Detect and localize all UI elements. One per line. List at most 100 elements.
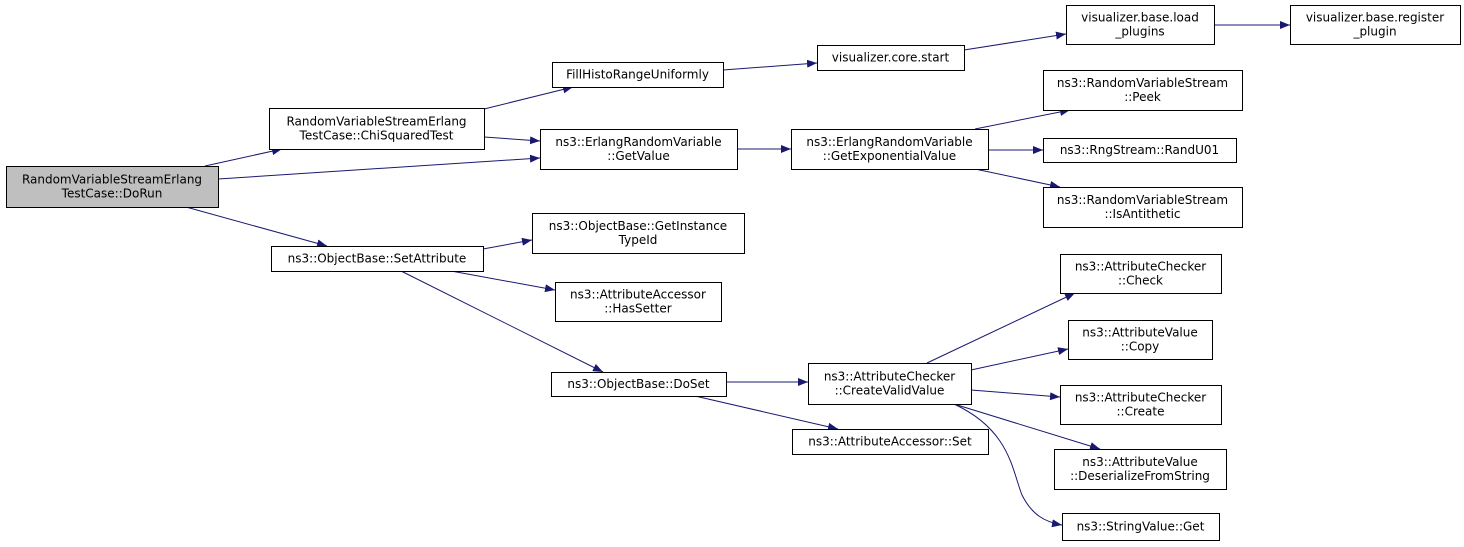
call-edge-n0-n2 bbox=[217, 154, 541, 180]
node-box bbox=[6, 166, 219, 208]
node-label-line: ns3::StringValue::Get bbox=[1077, 520, 1205, 534]
call-arrow bbox=[204, 147, 283, 167]
node-box bbox=[532, 213, 745, 254]
call-arrow bbox=[974, 108, 1071, 130]
call-arrow bbox=[970, 389, 1061, 401]
node-label-line: visualizer.base.load bbox=[1081, 11, 1199, 25]
root-function-node[interactable]: RandomVariableStreamErlangTestCase::DoRu… bbox=[6, 166, 219, 208]
node-label-line: ::IsAntithetic bbox=[1104, 207, 1180, 221]
call-arrow bbox=[970, 347, 1069, 371]
node-box bbox=[817, 45, 965, 71]
node-box bbox=[791, 129, 989, 170]
node-label-line: ::GetExponentialValue bbox=[823, 149, 956, 163]
node-box bbox=[1066, 5, 1215, 45]
node-label-line: RandomVariableStreamErlang bbox=[22, 173, 202, 187]
node-box bbox=[269, 108, 485, 150]
node-label-line: RandomVariableStreamErlang bbox=[286, 115, 466, 129]
call-edge-n5-n6 bbox=[963, 31, 1067, 51]
node-box bbox=[808, 363, 972, 405]
node-label-line: ns3::AttributeChecker bbox=[824, 370, 955, 384]
node-label-line: ns3::AttributeValue bbox=[1082, 455, 1198, 469]
node-label-line: ns3::AttributeChecker bbox=[1075, 391, 1206, 405]
function-node[interactable]: ns3::AttributeAccessor::HasSetter bbox=[555, 282, 722, 322]
node-box bbox=[1068, 320, 1213, 360]
call-arrow bbox=[974, 168, 1061, 189]
call-arrow bbox=[450, 270, 556, 293]
function-node[interactable]: ns3::RandomVariableStream::IsAntithetic bbox=[1043, 187, 1243, 228]
call-edge-n0-n1 bbox=[204, 147, 283, 167]
node-label-line: ns3::AttributeAccessor::Set bbox=[808, 435, 972, 449]
node-label-line: ::GetValue bbox=[607, 149, 669, 163]
node-box bbox=[540, 129, 738, 170]
call-arrow bbox=[479, 85, 574, 111]
node-label-line: ::HasSetter bbox=[604, 302, 672, 316]
function-node[interactable]: ns3::RandomVariableStream::Peek bbox=[1043, 70, 1243, 111]
node-label-line: ns3::RandomVariableStream bbox=[1057, 76, 1228, 90]
node-label-line: ::Check bbox=[1118, 274, 1163, 288]
node-label-line: ::Copy bbox=[1121, 340, 1160, 354]
node-box bbox=[792, 429, 989, 455]
function-node[interactable]: ns3::AttributeValue::DeserializeFromStri… bbox=[1054, 449, 1227, 490]
call-edge-n3-n14 bbox=[400, 270, 604, 373]
call-arrow bbox=[722, 59, 818, 71]
node-label-line: TestCase::DoRun bbox=[61, 187, 163, 201]
function-node[interactable]: ns3::AttributeValue::Copy bbox=[1068, 320, 1213, 360]
call-edge-n15-n19 bbox=[970, 389, 1061, 401]
node-label-line: TypeId bbox=[618, 233, 658, 247]
node-label-line: _plugins bbox=[1114, 25, 1164, 39]
function-node[interactable]: visualizer.base.load_plugins bbox=[1066, 5, 1215, 45]
call-edge-n0-n3 bbox=[185, 206, 328, 248]
call-arrow bbox=[483, 136, 541, 145]
node-label-line: visualizer.core.start bbox=[832, 51, 950, 65]
node-box bbox=[271, 246, 484, 272]
function-node[interactable]: ns3::AttributeAccessor::Set bbox=[792, 429, 989, 455]
call-edge-n1-n4 bbox=[479, 85, 574, 111]
function-nodes: RandomVariableStreamErlangTestCase::DoRu… bbox=[6, 5, 1461, 541]
call-edge-n3-n12 bbox=[482, 237, 533, 250]
call-edge-n1-n2 bbox=[483, 136, 541, 145]
node-label-line: _plugin bbox=[1352, 25, 1396, 39]
function-node[interactable]: FillHistoRangeUniformly bbox=[552, 62, 724, 88]
function-node[interactable]: ns3::AttributeChecker::CreateValidValue bbox=[808, 363, 972, 405]
call-edge-n14-n16 bbox=[694, 395, 839, 431]
function-node[interactable]: visualizer.core.start bbox=[817, 45, 965, 71]
node-box bbox=[1043, 138, 1237, 163]
function-node[interactable]: ns3::ErlangRandomVariable::GetValue bbox=[540, 129, 738, 170]
node-box bbox=[552, 62, 724, 88]
function-node[interactable]: ns3::RngStream::RandU01 bbox=[1043, 138, 1237, 163]
function-node[interactable]: ns3::StringValue::Get bbox=[1062, 513, 1220, 541]
call-edges bbox=[185, 21, 1290, 528]
node-label-line: ::Peek bbox=[1124, 90, 1161, 104]
call-arrow bbox=[953, 403, 1063, 528]
call-edge-n8-n9 bbox=[974, 108, 1071, 130]
function-node[interactable]: ns3::ObjectBase::SetAttribute bbox=[271, 246, 484, 272]
call-arrow bbox=[926, 292, 1076, 364]
function-node[interactable]: ns3::AttributeChecker::Check bbox=[1060, 254, 1222, 294]
function-node[interactable]: ns3::ObjectBase::DoSet bbox=[551, 372, 727, 397]
node-label-line: ns3::ObjectBase::SetAttribute bbox=[288, 252, 467, 266]
node-label-line: ns3::RngStream::RandU01 bbox=[1060, 143, 1219, 157]
function-node[interactable]: ns3::AttributeChecker::Create bbox=[1060, 385, 1222, 425]
node-box bbox=[1060, 385, 1222, 425]
node-box bbox=[1062, 513, 1220, 541]
call-arrow bbox=[217, 154, 541, 180]
node-label-line: ns3::AttributeAccessor bbox=[570, 288, 706, 302]
node-label-line: FillHistoRangeUniformly bbox=[566, 68, 709, 82]
function-node[interactable]: RandomVariableStreamErlangTestCase::ChiS… bbox=[269, 108, 485, 150]
call-arrow bbox=[482, 237, 533, 250]
node-label-line: ::Create bbox=[1117, 405, 1165, 419]
call-arrow bbox=[963, 31, 1067, 51]
node-box bbox=[555, 282, 722, 322]
node-label-line: TestCase::ChiSquaredTest bbox=[299, 129, 454, 143]
node-label-line: ns3::ObjectBase::GetInstance bbox=[549, 219, 727, 233]
function-node[interactable]: ns3::ErlangRandomVariable::GetExponentia… bbox=[791, 129, 989, 170]
call-edge-n15-n20 bbox=[953, 403, 1101, 450]
node-label-line: ns3::RandomVariableStream bbox=[1057, 193, 1228, 207]
function-node[interactable]: visualizer.base.register_plugin bbox=[1290, 5, 1461, 45]
call-arrow bbox=[953, 403, 1101, 450]
node-label-line: ns3::ErlangRandomVariable bbox=[555, 135, 721, 149]
call-edge-n4-n5 bbox=[722, 59, 818, 71]
call-edge-n8-n11 bbox=[974, 168, 1061, 189]
